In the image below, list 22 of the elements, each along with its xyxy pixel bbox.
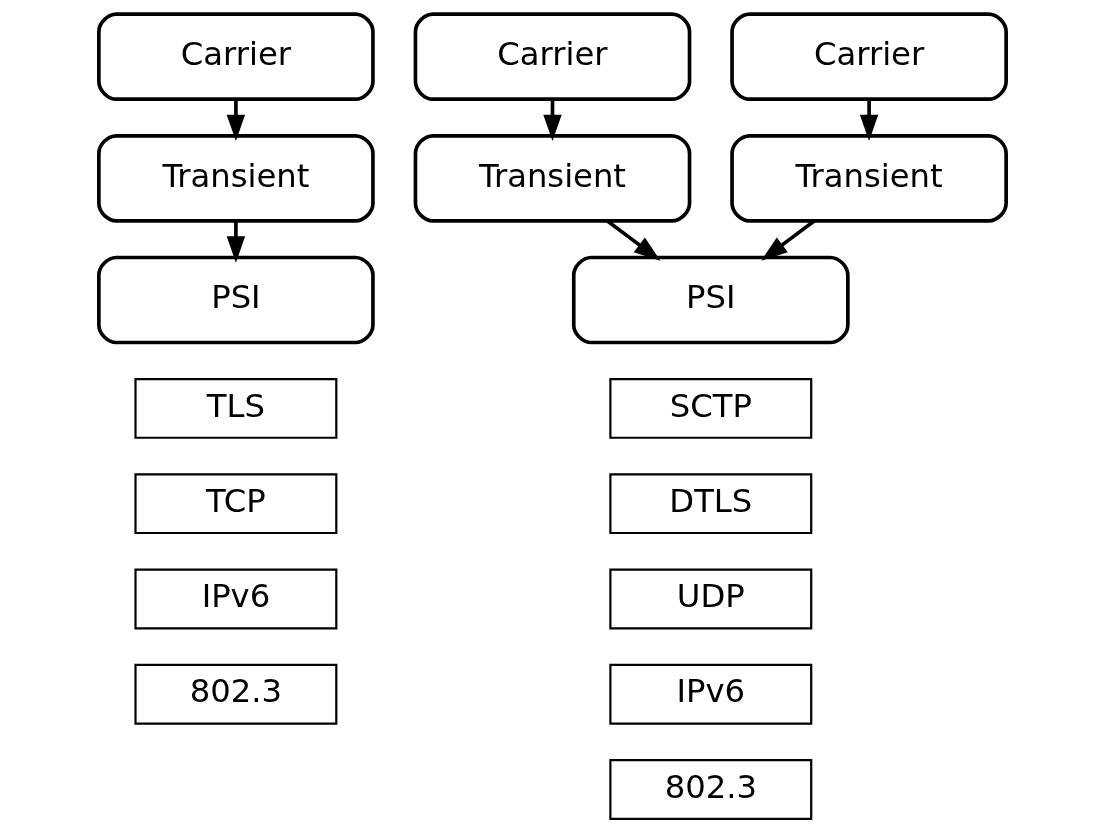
arrow <box>226 221 246 263</box>
node-box: Transient <box>97 134 375 223</box>
node-box: TCP <box>134 473 338 535</box>
node-box: Carrier <box>413 12 692 101</box>
arrow <box>761 219 816 261</box>
node-box: IPv6 <box>134 568 338 630</box>
node-box: 802.3 <box>134 663 338 725</box>
node-box: PSI <box>97 255 375 345</box>
arrow <box>859 99 879 142</box>
node-box: SCTP <box>609 378 813 439</box>
node-box: Transient <box>413 134 692 223</box>
node-box: IPv6 <box>609 663 813 725</box>
node-box: PSI <box>571 255 850 345</box>
node-box: Carrier <box>730 12 1008 101</box>
arrow <box>606 219 661 261</box>
arrow <box>226 99 246 142</box>
node-box: DTLS <box>609 473 813 535</box>
node-box: TLS <box>134 378 338 439</box>
node-box: Transient <box>730 134 1008 223</box>
node-box: UDP <box>609 568 813 630</box>
node-box: 802.3 <box>609 759 813 820</box>
node-box: Carrier <box>97 12 375 101</box>
